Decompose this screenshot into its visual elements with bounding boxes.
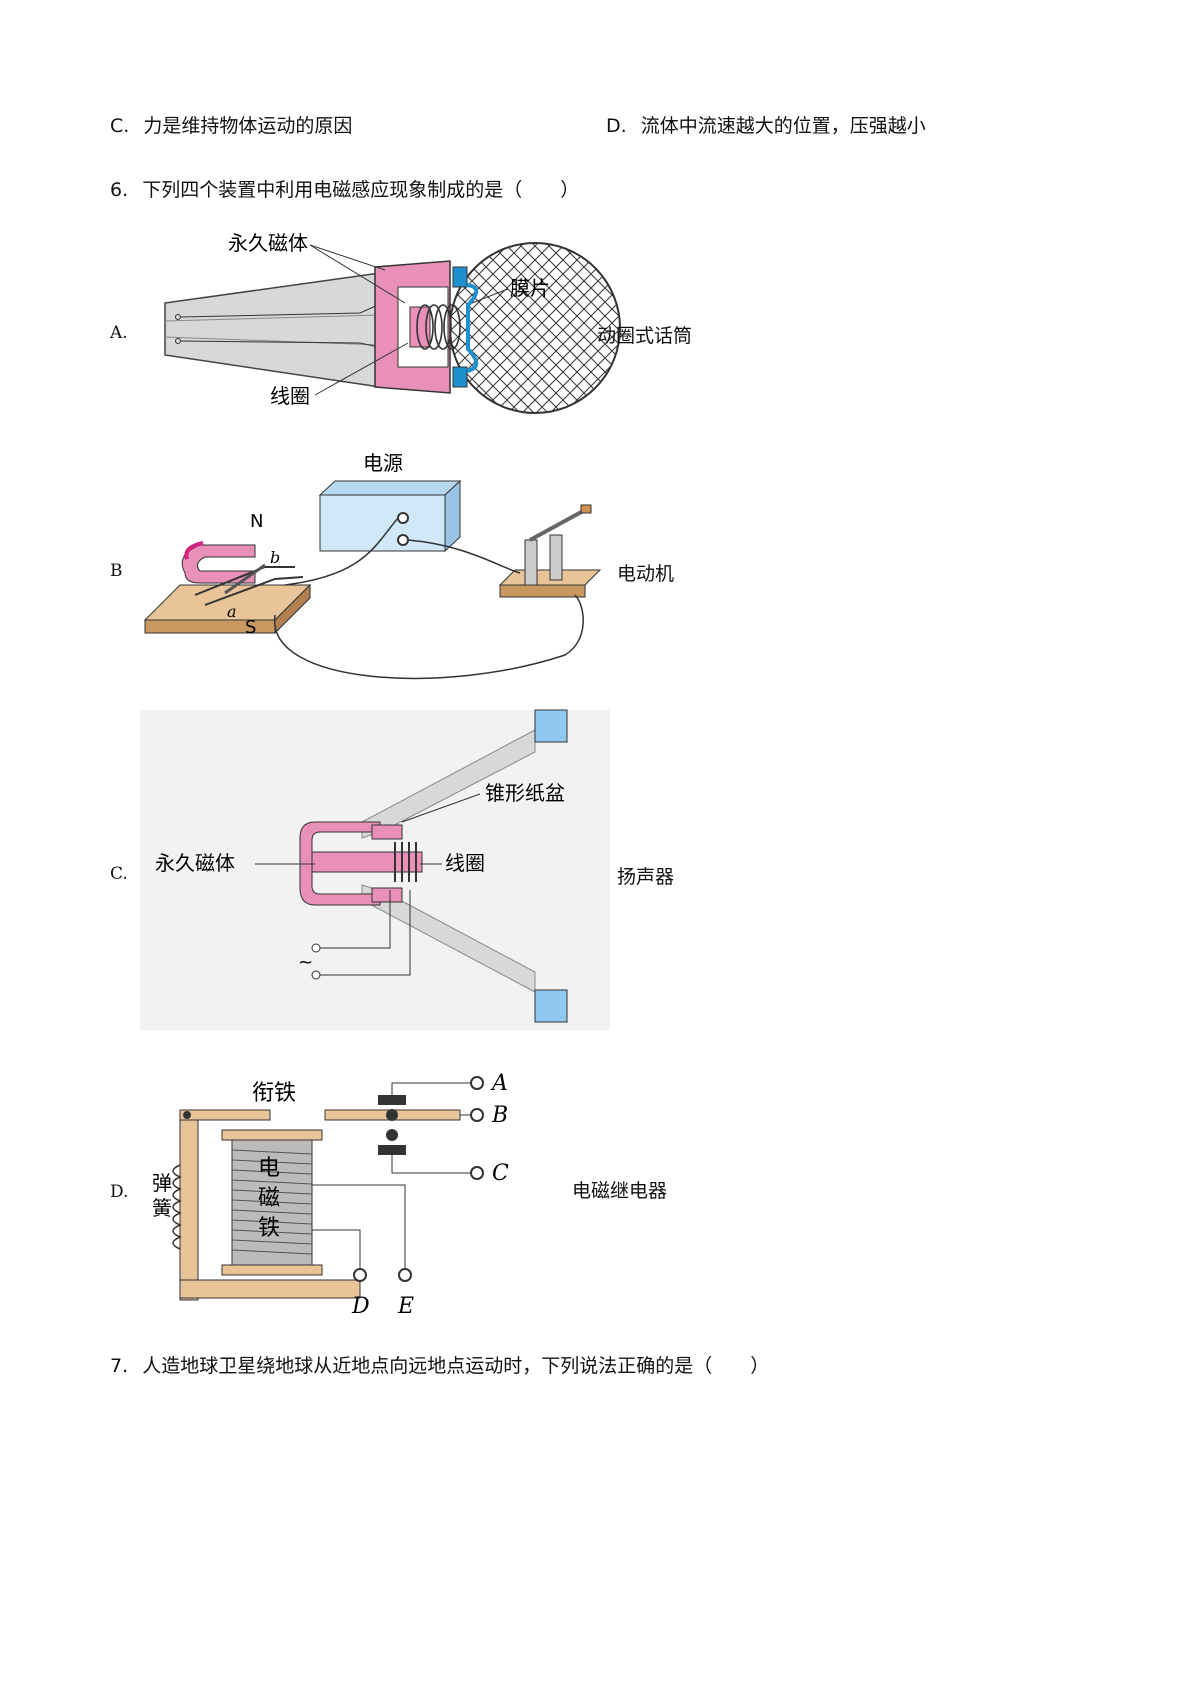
- label-spring-1: 弹: [152, 1171, 172, 1195]
- terminal-label-a: A: [490, 1071, 508, 1096]
- option-a-caption: 动圈式话筒: [597, 325, 693, 347]
- label-armature: 衔铁: [252, 1081, 296, 1106]
- terminal-icon: [470, 1076, 484, 1180]
- motor-circuit-diagram: 电源 N S a b: [143, 451, 602, 680]
- label-power-source: 电源: [363, 451, 403, 475]
- question-6-stem: 6. 下列四个装置中利用电磁感应现象制成的是（ ）: [110, 175, 579, 202]
- loudspeaker-diagram: ~ 锥形纸盆 永久磁体 线圈: [140, 709, 610, 1030]
- ac-symbol: ~: [298, 952, 313, 973]
- label-em-2: 磁: [258, 1186, 280, 1211]
- label-permanent-magnet: 永久磁体: [155, 851, 235, 875]
- option-d-caption: 电磁继电器: [572, 1180, 668, 1202]
- microphone-diagram: 永久磁体 膜片 线圈: [164, 231, 621, 414]
- option-d: D. 流体中流速越大的位置，压强越小: [606, 111, 926, 138]
- label-spring-2: 簧: [152, 1196, 172, 1220]
- option-b-label: B: [110, 561, 123, 581]
- question-7-stem: 7. 人造地球卫星绕地球从近地点向远地点运动时，下列说法正确的是（ ）: [110, 1351, 769, 1378]
- label-permanent-magnet: 永久磁体: [228, 231, 308, 255]
- question-6-text: 下列四个装置中利用电磁感应现象制成的是（ ）: [142, 179, 580, 201]
- terminal-label-b: B: [491, 1103, 508, 1128]
- option-a-label: A.: [110, 323, 128, 343]
- coil-icon: [416, 304, 461, 350]
- label-coil: 线圈: [445, 851, 485, 875]
- terminal-icon: [353, 1268, 412, 1282]
- option-c-caption: 扬声器: [617, 866, 675, 888]
- option-d-label: D.: [606, 115, 627, 137]
- question-7-text: 人造地球卫星绕地球从近地点向远地点运动时，下列说法正确的是（ ）: [142, 1355, 770, 1377]
- terminal-icon: [397, 512, 409, 524]
- question-7-number: 7.: [110, 1355, 129, 1377]
- square-icon: [534, 709, 568, 743]
- coil-icon: [394, 842, 417, 882]
- label-north-pole: N: [250, 511, 263, 532]
- option-c: C. 力是维持物体运动的原因: [110, 111, 352, 138]
- option-b-caption: 电动机: [617, 563, 675, 585]
- coil-icon: [231, 1149, 313, 1255]
- option-c-text: 力是维持物体运动的原因: [143, 115, 353, 137]
- option-d-text: 流体中流速越大的位置，压强越小: [640, 115, 926, 137]
- label-south-pole: S: [245, 617, 256, 638]
- terminal-label-e: E: [397, 1294, 414, 1319]
- spring-icon: [172, 1164, 182, 1250]
- label-em-3: 铁: [258, 1216, 280, 1241]
- label-b: b: [270, 548, 280, 567]
- label-diaphragm: 膜片: [510, 276, 550, 300]
- label-em-1: 电: [258, 1156, 280, 1181]
- question-6-number: 6.: [110, 179, 129, 201]
- option-d-diagram-label: D.: [110, 1182, 129, 1202]
- relay-diagram: 弹 簧 电 磁 铁 衔铁 A B C D E: [152, 1071, 509, 1319]
- terminal-icon: [397, 534, 409, 546]
- terminal-label-d: D: [351, 1294, 370, 1319]
- option-c-label: C.: [110, 115, 130, 137]
- label-cone: 锥形纸盆: [485, 781, 565, 805]
- label-coil: 线圈: [270, 384, 310, 408]
- label-a: a: [227, 602, 237, 621]
- terminal-label-c: C: [492, 1161, 509, 1186]
- square-icon: [534, 989, 568, 1023]
- option-c-diagram-label: C.: [110, 864, 128, 884]
